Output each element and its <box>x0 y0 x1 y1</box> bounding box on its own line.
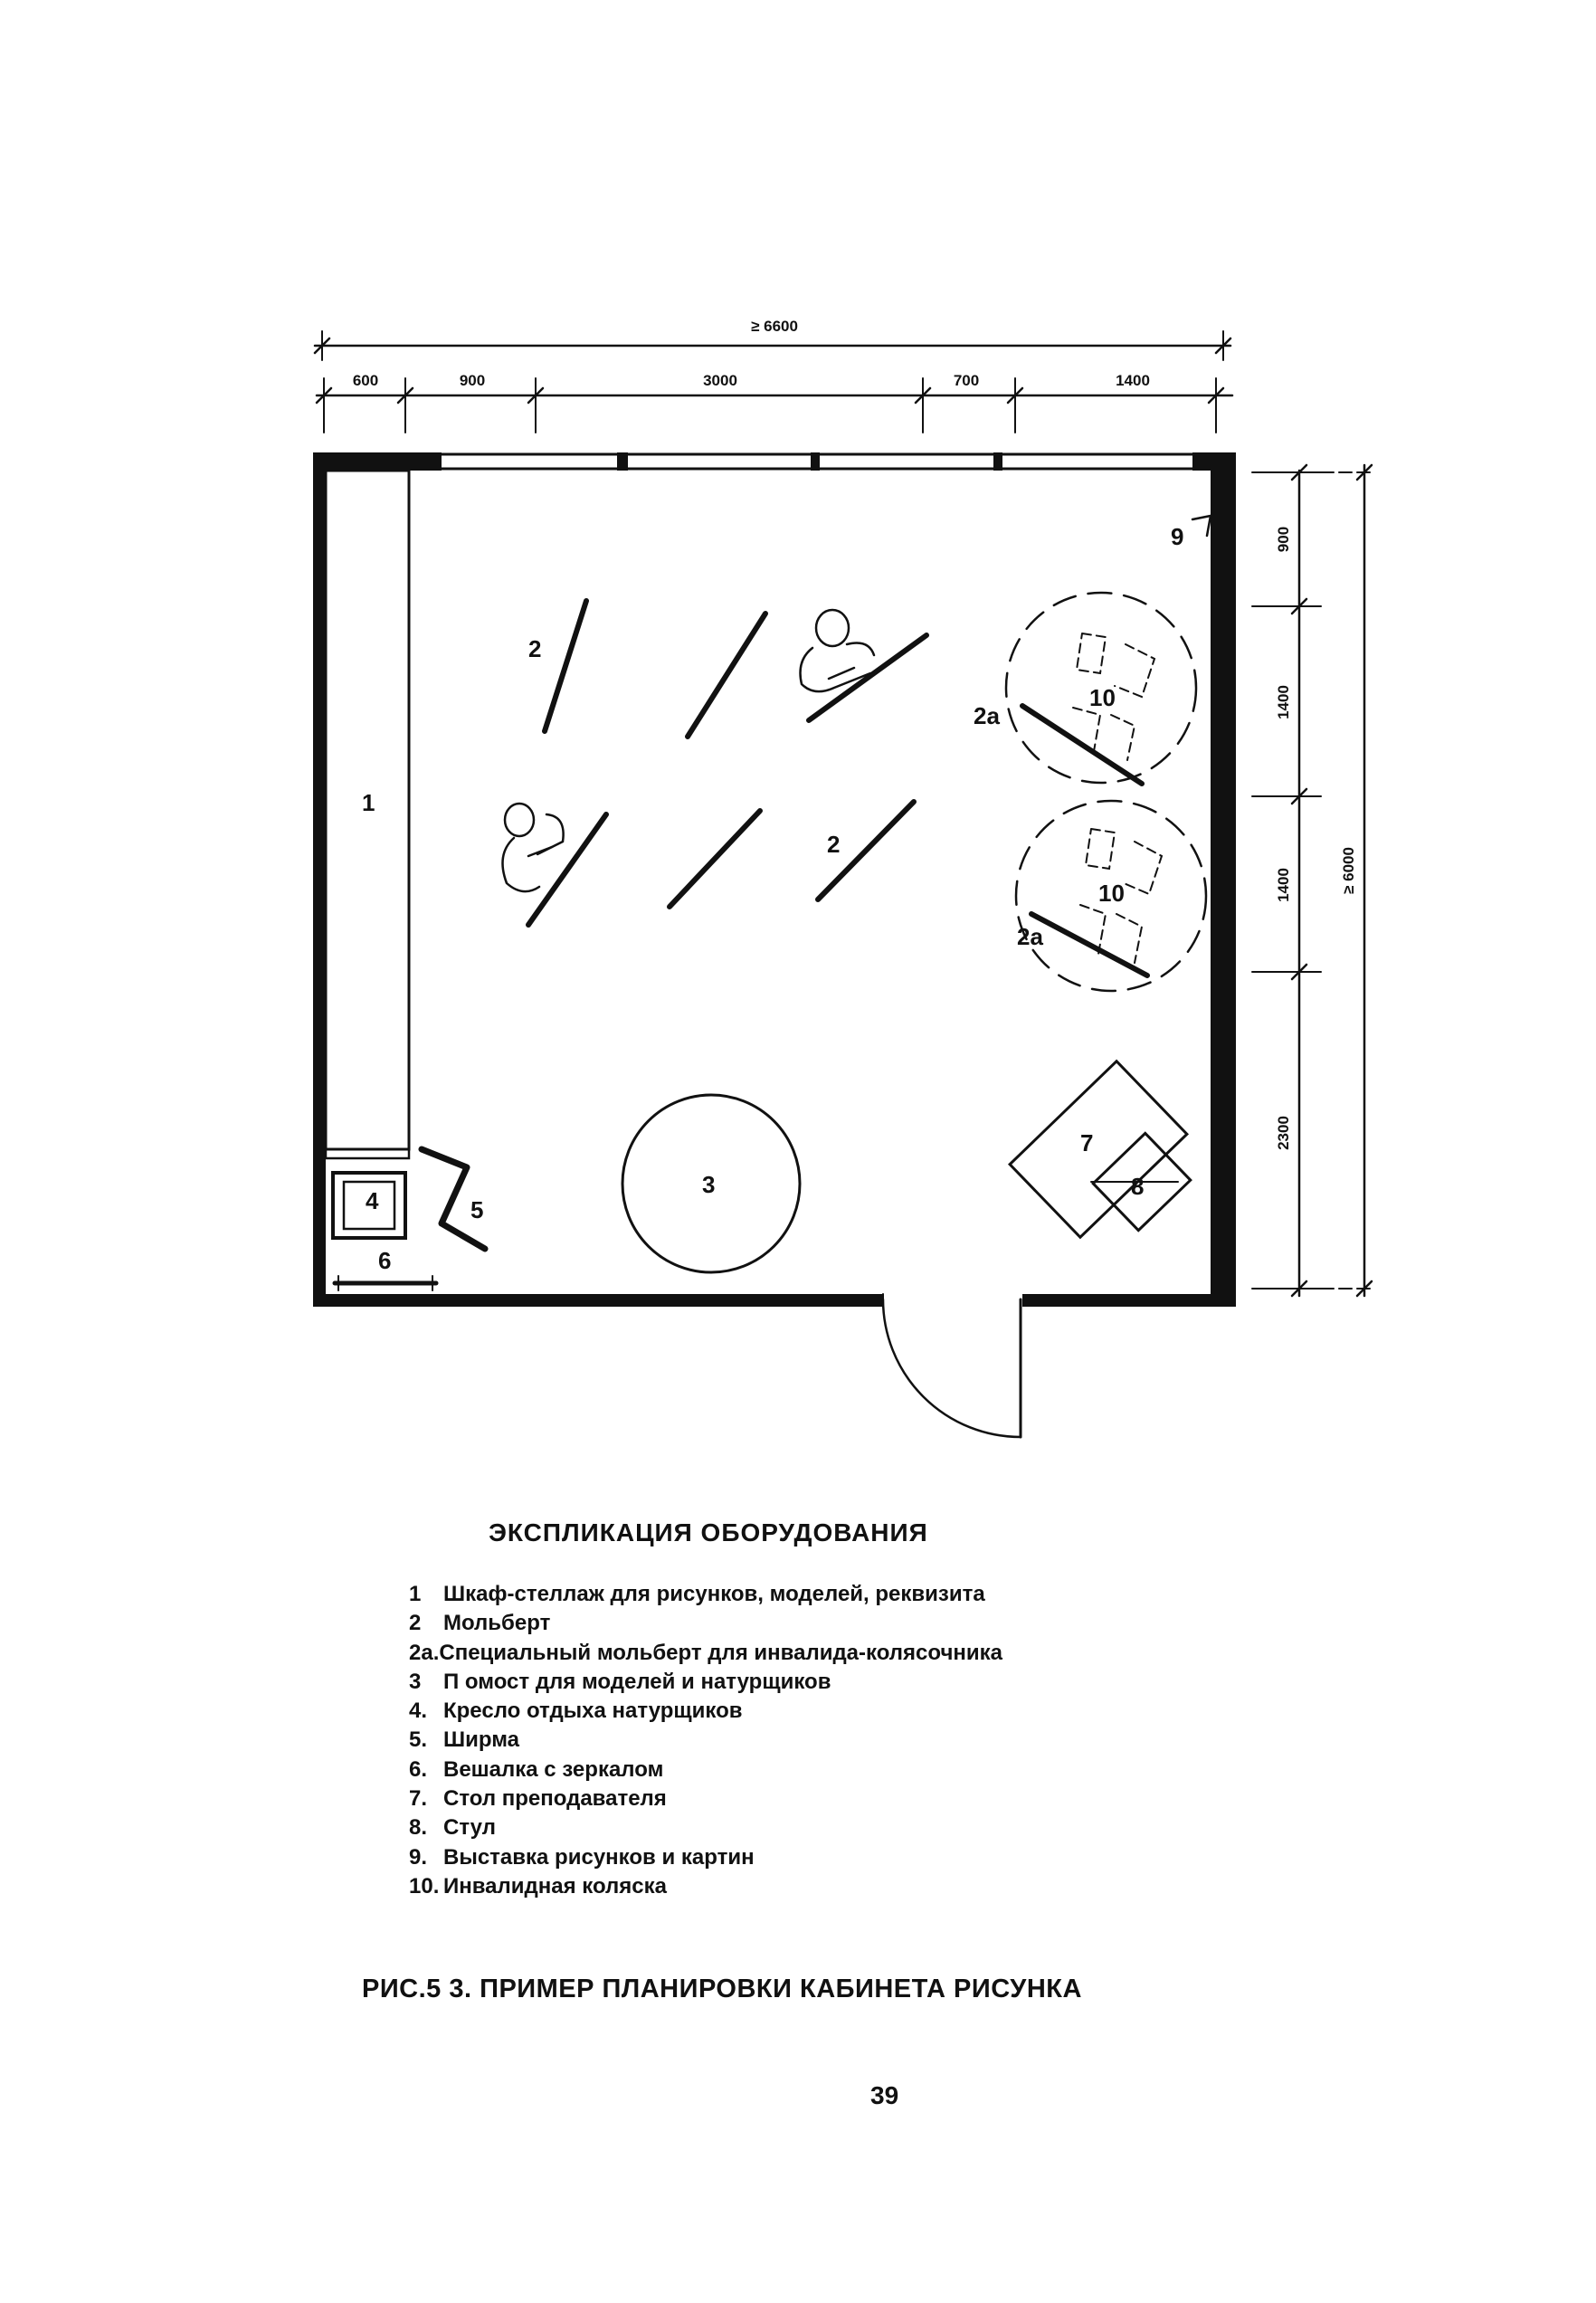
dim-overall-width: ≥ 6600 <box>751 318 798 335</box>
legend-item: 2 Мольберт <box>409 1609 1002 1638</box>
legend-item: 2а.Специальный мольберт для инвалида-кол… <box>409 1639 1002 1668</box>
legend-item-text: Стол преподавателя <box>443 1786 667 1812</box>
label-wheelchair: 10 <box>1098 880 1125 907</box>
dim-height-segment: 900 <box>1275 527 1292 552</box>
folding-screen <box>418 1146 489 1252</box>
page-number: 39 <box>870 2081 899 2109</box>
dim-height-segment: 1400 <box>1275 685 1292 719</box>
legend-item: 7. Стол преподавателя <box>409 1784 1002 1813</box>
legend-item-number: 5. <box>409 1727 428 1753</box>
teacher-chair <box>1090 1131 1192 1232</box>
easel <box>815 799 917 902</box>
easel <box>806 633 929 723</box>
label-chair: 8 <box>1131 1173 1144 1200</box>
teacher-table <box>1007 1059 1190 1240</box>
legend-item: 6. Вешалка с зеркалом <box>409 1756 1002 1784</box>
label-easel: 2 <box>827 831 840 858</box>
dim-width-segment: 3000 <box>703 372 737 389</box>
legend-item-number: 9. <box>409 1844 428 1870</box>
wheelchair-turning-circle <box>1004 591 1198 786</box>
legend-item: 3 П омост для моделей и натурщиков <box>409 1668 1002 1697</box>
window-wall <box>440 452 1196 471</box>
equipment-legend: 1 Шкаф-стеллаж для рисунков, моделей, рек… <box>409 1580 1002 1901</box>
dim-height-segment: 2300 <box>1275 1116 1292 1150</box>
top-dimension-chain <box>313 330 1234 433</box>
label-screen: 5 <box>470 1196 483 1223</box>
legend-item-text: Ширма <box>443 1727 519 1753</box>
dim-width-segment: 600 <box>353 372 378 389</box>
legend-item-number: 4. <box>409 1699 428 1724</box>
label-easel: 2 <box>528 635 541 662</box>
legend-item-number: 1 <box>409 1582 422 1606</box>
label-cabinet: 1 <box>362 789 375 816</box>
legend-item-number: 10. <box>409 1873 440 1899</box>
entrance-door <box>881 1293 1022 1439</box>
legend-item-text: Инвалидная коляска <box>443 1873 667 1899</box>
figure-caption: РИС.5 3. ПРИМЕР ПЛАНИРОВКИ КАБИНЕТА РИСУ… <box>362 1975 1082 2003</box>
legend-item-number: 7. <box>409 1786 428 1812</box>
model-podium <box>621 1093 802 1274</box>
label-special-easel: 2a <box>974 702 1000 729</box>
legend-item-text: Мольберт <box>443 1611 551 1636</box>
legend-item-text: Вешалка с зеркалом <box>443 1756 664 1782</box>
easels <box>526 598 929 928</box>
easel <box>685 611 768 739</box>
dim-overall-height: ≥ 6000 <box>1340 847 1357 894</box>
label-armchair: 4 <box>366 1187 379 1214</box>
wheelchair-turning-circle <box>1014 799 1208 993</box>
artist-figure <box>501 802 565 893</box>
legend-item-number: 6. <box>409 1756 428 1782</box>
walls <box>313 452 1236 1307</box>
label-hanger: 6 <box>378 1247 391 1274</box>
dim-width-segment: 700 <box>954 372 979 389</box>
exhibition-wall <box>1191 514 1212 538</box>
legend-item-number: 2а. <box>409 1640 440 1665</box>
easel <box>542 598 589 734</box>
easel <box>667 808 763 909</box>
dim-height-segment: 1400 <box>1275 868 1292 902</box>
easel <box>526 812 609 928</box>
legend-item: 8. Стул <box>409 1813 1002 1842</box>
dim-width-segment: 900 <box>460 372 485 389</box>
label-wheelchair: 10 <box>1089 684 1116 711</box>
label-teacher-table: 7 <box>1080 1129 1093 1156</box>
label-exhibition: 9 <box>1171 523 1183 550</box>
hanger-with-mirror <box>332 1275 439 1291</box>
armchair <box>331 1171 407 1240</box>
legend-item-text: Шкаф-стеллаж для рисунков, моделей, рекв… <box>443 1582 985 1606</box>
legend-item: 5. Ширма <box>409 1726 1002 1755</box>
legend-item: 1 Шкаф-стеллаж для рисунков, моделей, рек… <box>409 1580 1002 1609</box>
legend-item: 10.Инвалидная коляска <box>409 1872 1002 1901</box>
right-dimension-chain <box>1251 463 1373 1298</box>
dim-width-segment: 1400 <box>1116 372 1150 389</box>
legend-item-text: Выставка рисунков и картин <box>443 1844 755 1870</box>
legend-item-number: 3 <box>409 1669 422 1694</box>
label-podium: 3 <box>702 1171 715 1198</box>
legend-item-number: 2 <box>409 1611 422 1636</box>
legend-item: 9. Выставка рисунков и картин <box>409 1843 1002 1872</box>
legend-item-text: Кресло отдыха натурщиков <box>443 1699 743 1724</box>
artist-figure <box>799 608 876 693</box>
legend-item-text: П омост для моделей и натурщиков <box>443 1669 831 1694</box>
legend-title: ЭКСПЛИКАЦИЯ ОБОРУДОВАНИЯ <box>489 1518 928 1546</box>
label-special-easel: 2a <box>1017 923 1043 950</box>
legend-item-text: Стул <box>443 1815 496 1841</box>
legend-item-text: Специальный мольберт для инвалида-колясо… <box>439 1640 1002 1665</box>
armchair-alcove <box>324 1147 411 1160</box>
legend-item: 4. Кресло отдыха натурщиков <box>409 1697 1002 1726</box>
floor-plan: ≥ 6600 600 900 3000 700 1400 900 1400 14… <box>313 318 1373 1439</box>
legend-item-number: 8. <box>409 1815 428 1841</box>
